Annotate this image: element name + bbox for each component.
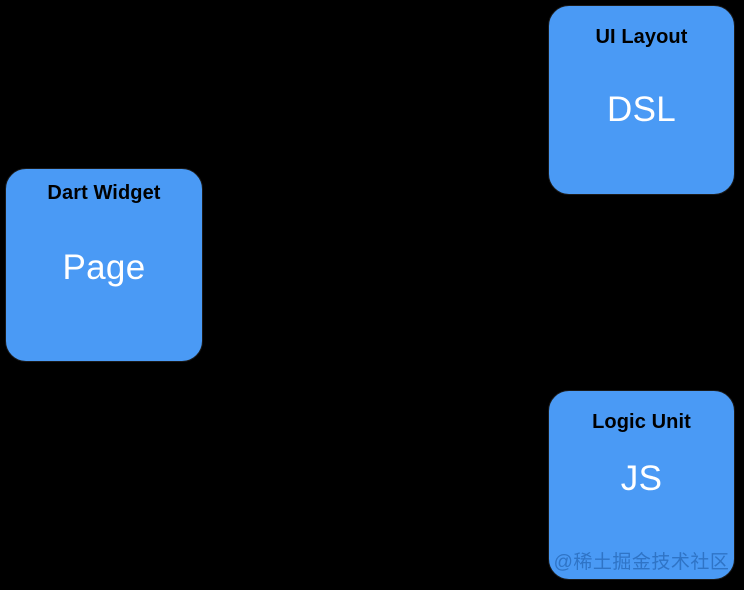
node-ui-layout-title: UI Layout [595, 26, 688, 48]
node-dart-widget[interactable]: Dart Widget Page [5, 168, 203, 362]
node-ui-layout[interactable]: UI Layout DSL [548, 5, 735, 195]
node-logic-unit-title: Logic Unit [592, 411, 691, 433]
node-dart-widget-title: Dart Widget [47, 182, 161, 204]
node-logic-unit[interactable]: Logic Unit JS @稀土掘金技术社区 [548, 390, 735, 580]
node-logic-unit-label: JS [620, 459, 663, 498]
node-dart-widget-label: Page [62, 248, 146, 287]
watermark-text: @稀土掘金技术社区 [553, 552, 730, 573]
node-ui-layout-label: DSL [607, 90, 676, 129]
